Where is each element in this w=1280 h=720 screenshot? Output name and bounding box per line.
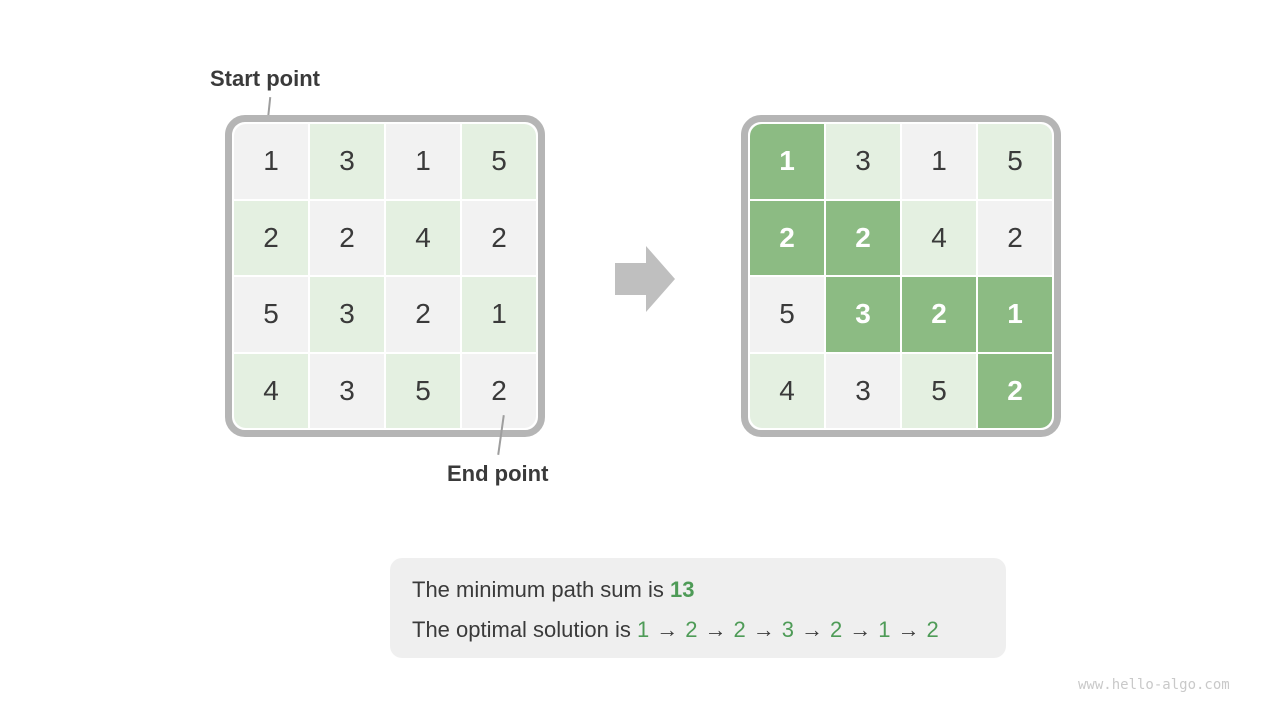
- min-sum-text: The minimum path sum is: [412, 577, 670, 602]
- grid-cell: 1: [750, 124, 824, 199]
- sequence-arrow-icon: →: [801, 617, 823, 642]
- grid-cell: 5: [750, 277, 824, 352]
- grid-cell: 1: [234, 124, 308, 199]
- sequence-arrow-icon: →: [849, 617, 872, 642]
- grid-cell: 2: [234, 200, 308, 275]
- sequence-arrow-icon: →: [752, 617, 775, 642]
- grid-cell: 1: [462, 277, 536, 352]
- sequence-number: 1: [637, 617, 650, 642]
- grid-cell: 1: [386, 124, 460, 199]
- grid-cell: 3: [310, 277, 384, 352]
- grid-cell: 1: [978, 277, 1052, 352]
- watermark: www.hello-algo.com: [1078, 677, 1230, 693]
- sequence-number: 1: [878, 617, 891, 642]
- result-box: The minimum path sum is 13 The optimal s…: [390, 558, 1006, 658]
- grid-cell: 4: [902, 200, 976, 275]
- sequence-arrow-icon: →: [897, 617, 920, 642]
- optimal-solution-line: The optimal solution is 1→2→2→3→2→1→2: [412, 610, 984, 650]
- grid-cell: 2: [750, 200, 824, 275]
- sequence-arrow-icon: →: [656, 617, 679, 642]
- start-point-label: Start point: [210, 66, 320, 91]
- sequence-number: 2: [733, 617, 746, 642]
- grid-cell: 2: [310, 200, 384, 275]
- grid-cell: 4: [234, 353, 308, 428]
- grid-cell: 2: [826, 200, 900, 275]
- grid-cell: 5: [234, 277, 308, 352]
- grid-cell: 2: [386, 277, 460, 352]
- grid-cell: 3: [826, 353, 900, 428]
- solution-text: The optimal solution is: [412, 617, 637, 642]
- grid-cell: 2: [462, 200, 536, 275]
- grid-cell: 5: [978, 124, 1052, 199]
- grid-cell: 2: [902, 277, 976, 352]
- grid-cell: 5: [902, 353, 976, 428]
- grid-cell: 4: [386, 200, 460, 275]
- grid-cell: 5: [462, 124, 536, 199]
- grid-cell: 4: [750, 353, 824, 428]
- grid-cell: 3: [310, 124, 384, 199]
- grid-cell: 3: [826, 124, 900, 199]
- sequence-number: 2: [685, 617, 698, 642]
- solution-sequence: 1→2→2→3→2→1→2: [637, 617, 939, 642]
- grid-cell: 2: [978, 200, 1052, 275]
- grid-cell: 2: [462, 353, 536, 428]
- grid-cell: 2: [978, 353, 1052, 428]
- grid-cell: 5: [386, 353, 460, 428]
- grid-cell: 1: [902, 124, 976, 199]
- grid-cell: 3: [826, 277, 900, 352]
- transform-arrow-icon: [615, 246, 675, 312]
- min-sum-line: The minimum path sum is 13: [412, 570, 984, 610]
- end-point-label: End point: [447, 461, 549, 486]
- min-sum-value: 13: [669, 577, 695, 602]
- grid-cell: 3: [310, 353, 384, 428]
- sequence-number: 3: [781, 617, 794, 642]
- arrow-right-shape: [615, 246, 675, 312]
- sequence-number: 2: [926, 617, 939, 642]
- sequence-number: 2: [830, 617, 843, 642]
- sequence-arrow-icon: →: [704, 617, 727, 642]
